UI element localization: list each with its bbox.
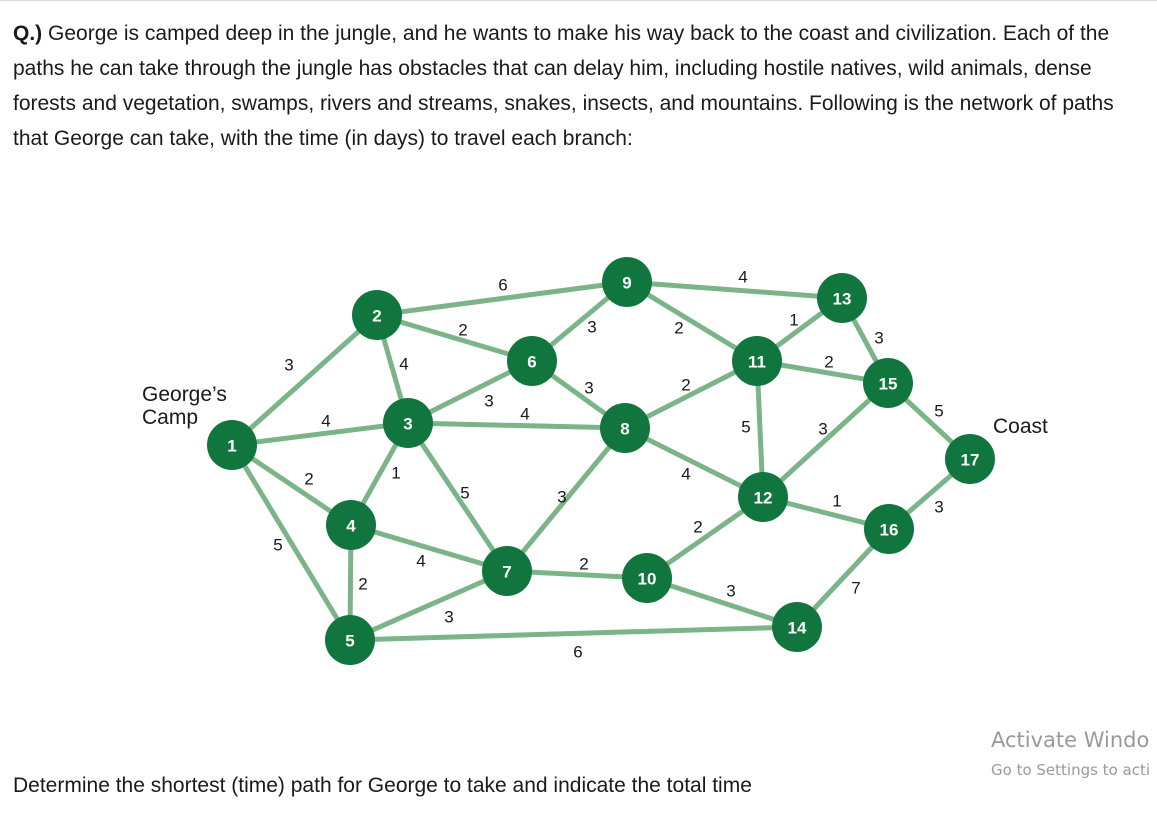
node-label-17: 17 xyxy=(961,451,980,470)
edge-3-7 xyxy=(405,420,510,574)
node-label-7: 7 xyxy=(502,563,511,582)
edge-weight-16-17: 3 xyxy=(934,498,943,517)
edge-weight-8-12: 4 xyxy=(681,465,690,484)
edge-weight-2-3: 4 xyxy=(399,355,408,374)
edge-weight-3-7: 5 xyxy=(460,484,469,503)
edge-weight-2-6: 2 xyxy=(458,321,467,340)
node-label-9: 9 xyxy=(622,274,631,293)
edge-weight-12-15: 3 xyxy=(818,420,827,439)
edge-weight-11-13: 1 xyxy=(789,311,798,330)
edge-12-15 xyxy=(760,380,891,500)
node-label-4: 4 xyxy=(346,517,356,536)
edge-5-7 xyxy=(347,568,510,643)
edge-9-11 xyxy=(624,279,760,364)
edge-2-6 xyxy=(374,312,535,364)
node-label-8: 8 xyxy=(620,420,629,439)
node-label-16: 16 xyxy=(880,521,899,540)
watermark-title: Activate Windo xyxy=(991,728,1150,752)
node-5 xyxy=(325,615,375,665)
edge-weight-7-8: 3 xyxy=(557,488,566,507)
watermark-subtitle: Go to Settings to acti xyxy=(991,761,1151,779)
edge-weight-1-2: 3 xyxy=(284,356,293,375)
question-label: Q.) xyxy=(13,22,43,45)
windows-activation-watermark: Activate Windo Go to Settings to acti xyxy=(991,727,1157,781)
edge-10-14 xyxy=(644,575,800,630)
edge-weight-7-10: 2 xyxy=(579,555,588,574)
node-label-5: 5 xyxy=(345,632,354,651)
node-label-12: 12 xyxy=(754,489,773,508)
edge-weight-10-14: 3 xyxy=(726,582,735,601)
edge-1-2 xyxy=(229,312,380,448)
node-label-11: 11 xyxy=(748,353,766,372)
node-3 xyxy=(383,398,433,448)
edge-weight-5-7: 3 xyxy=(444,608,453,627)
edge-weight-1-4: 2 xyxy=(304,470,313,489)
node-1 xyxy=(207,420,257,470)
edge-weight-9-13: 4 xyxy=(738,268,747,287)
edge-weight-2-9: 6 xyxy=(498,276,507,295)
edge-8-12 xyxy=(622,425,766,500)
edge-weight-6-9: 3 xyxy=(587,318,596,337)
node-10 xyxy=(622,553,672,603)
start-label: George’s Camp xyxy=(142,383,227,429)
node-12 xyxy=(738,472,788,522)
node-label-14: 14 xyxy=(788,619,807,638)
question-body: George is camped deep in the jungle, and… xyxy=(13,22,1114,150)
node-label-2: 2 xyxy=(372,307,381,326)
node-label-15: 15 xyxy=(879,375,898,394)
edge-1-3 xyxy=(229,420,411,448)
edge-2-9 xyxy=(374,279,630,318)
edge-7-8 xyxy=(504,425,628,574)
edge-1-5 xyxy=(229,442,353,643)
edge-weight-1-5: 5 xyxy=(273,536,282,555)
node-label-1: 1 xyxy=(227,437,236,456)
edge-5-14 xyxy=(347,624,800,643)
node-13 xyxy=(817,273,867,323)
edge-weight-3-6: 3 xyxy=(484,392,493,411)
edge-weight-4-7: 4 xyxy=(416,552,425,571)
node-16 xyxy=(864,504,914,554)
node-7 xyxy=(482,546,532,596)
edge-weight-11-15: 2 xyxy=(824,353,833,372)
question-text: Q.) George is camped deep in the jungle,… xyxy=(13,16,1143,156)
node-9 xyxy=(602,257,652,307)
edge-weight-9-11: 2 xyxy=(674,319,683,338)
edge-weight-3-8: 4 xyxy=(520,405,529,424)
edge-weight-8-11: 2 xyxy=(681,376,690,395)
edge-weight-4-5: 2 xyxy=(358,575,367,594)
edge-3-8 xyxy=(405,420,628,431)
node-14 xyxy=(772,602,822,652)
edge-weight-13-15: 3 xyxy=(874,329,883,348)
node-6 xyxy=(507,336,557,386)
edge-weight-10-12: 2 xyxy=(693,518,702,537)
node-label-3: 3 xyxy=(403,415,412,434)
edge-weight-15-17: 5 xyxy=(934,402,943,421)
top-divider xyxy=(0,0,1157,1)
node-4 xyxy=(326,500,376,550)
edge-weight-1-3: 4 xyxy=(321,412,330,431)
edge-weight-12-16: 1 xyxy=(832,492,841,511)
node-label-10: 10 xyxy=(638,570,657,589)
edge-9-13 xyxy=(624,279,845,301)
edge-weight-3-4: 1 xyxy=(391,464,400,483)
edge-weight-11-12: 5 xyxy=(741,418,750,437)
edge-weight-5-14: 6 xyxy=(573,643,582,662)
task-prompt: Determine the shortest (time) path for G… xyxy=(13,774,752,797)
node-label-6: 6 xyxy=(527,353,536,372)
node-15 xyxy=(863,358,913,408)
node-8 xyxy=(600,403,650,453)
end-label: Coast xyxy=(993,415,1048,438)
node-2 xyxy=(352,290,402,340)
edge-weight-14-16: 7 xyxy=(851,579,860,598)
edge-weight-6-8: 3 xyxy=(584,379,593,398)
node-17 xyxy=(945,434,995,484)
edge-4-7 xyxy=(348,522,510,574)
node-label-13: 13 xyxy=(833,290,852,309)
node-11 xyxy=(732,336,782,386)
